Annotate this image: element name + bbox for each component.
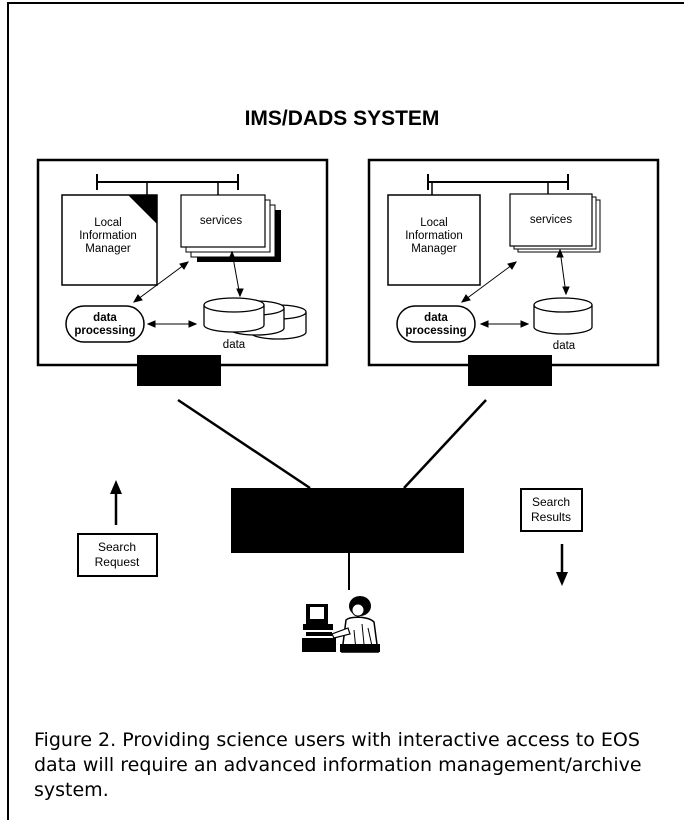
right-data-store: data	[533, 297, 593, 352]
left-processing-label-1: data	[93, 312, 117, 324]
figure-caption: Figure 2. Providing science users with i…	[34, 729, 642, 801]
left-services-stack: services	[180, 194, 281, 262]
left-data-label: data	[223, 339, 246, 351]
left-manager-label-1: Local	[94, 217, 122, 229]
left-services-label: services	[200, 215, 242, 227]
right-processing-label-2: processing	[405, 325, 466, 337]
right-data-processing: data processing	[396, 305, 476, 343]
left-data-processing: data processing	[65, 305, 145, 343]
right-data-label: data	[553, 340, 576, 352]
left-manager-label-3: Manager	[85, 243, 131, 255]
left-local-information-manager: Local Information Manager	[61, 194, 158, 286]
left-manager-label-2: Information	[79, 230, 137, 242]
right-node: Local Information Manager services data …	[367, 158, 660, 386]
right-bus	[427, 174, 569, 196]
right-arrows	[460, 248, 570, 328]
search-request-box	[77, 533, 158, 577]
left-gateway	[137, 355, 221, 386]
left-link	[177, 398, 311, 490]
search-results-label-1: Search	[532, 495, 570, 509]
right-manager-label-3: Manager	[411, 243, 457, 255]
left-data-store: data	[203, 297, 307, 351]
search-results-label-2: Results	[531, 510, 571, 524]
right-processing-label-1: data	[424, 312, 448, 324]
search-results: Search Results	[520, 488, 583, 586]
right-services-stack: services	[509, 193, 601, 253]
right-manager-label-1: Local	[420, 217, 448, 229]
right-services-label: services	[530, 214, 572, 226]
search-request-label-2: Request	[95, 555, 140, 569]
search-request: Search Request	[77, 480, 158, 577]
network-hub	[231, 488, 464, 553]
diagram-title: IMS/DADS SYSTEM	[245, 107, 440, 130]
right-local-information-manager: Local Information Manager	[387, 194, 481, 286]
right-link	[403, 399, 487, 489]
right-manager-label-2: Information	[405, 230, 463, 242]
left-processing-label-2: processing	[74, 325, 135, 337]
left-node: Local Information Manager services data …	[36, 158, 329, 386]
left-arrows	[132, 250, 244, 328]
right-gateway	[468, 355, 552, 386]
scientist-at-terminal-icon	[302, 596, 380, 653]
search-results-box	[520, 488, 583, 532]
search-request-label-1: Search	[98, 540, 136, 554]
figure-frame	[7, 2, 684, 820]
